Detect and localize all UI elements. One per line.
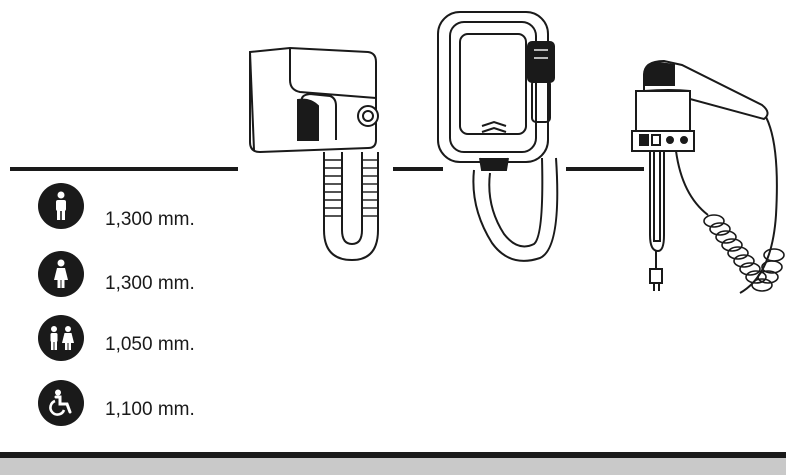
- children-icon: [38, 315, 84, 361]
- height-line-right: [566, 167, 644, 171]
- height-row-women: [38, 251, 84, 297]
- hair-dryer-holder-illustration: [631, 59, 785, 294]
- man-icon: [38, 183, 84, 229]
- height-label-women: 1,300 mm.: [105, 273, 195, 294]
- height-row-men: [38, 183, 84, 229]
- height-label-men: 1,300 mm.: [105, 209, 195, 230]
- wheelchair-icon: [38, 380, 84, 426]
- height-line-left: [10, 167, 238, 171]
- height-row-wheelchair: [38, 380, 84, 426]
- height-line-middle: [393, 167, 443, 171]
- wall-dryer-box-illustration: [249, 46, 379, 262]
- woman-icon: [38, 251, 84, 297]
- height-row-children: [38, 315, 84, 361]
- footer-bar: [0, 452, 786, 475]
- wall-dryer-tall-illustration: [437, 11, 559, 262]
- height-label-children: 1,050 mm.: [105, 334, 195, 355]
- height-label-wheelchair: 1,100 mm.: [105, 399, 195, 420]
